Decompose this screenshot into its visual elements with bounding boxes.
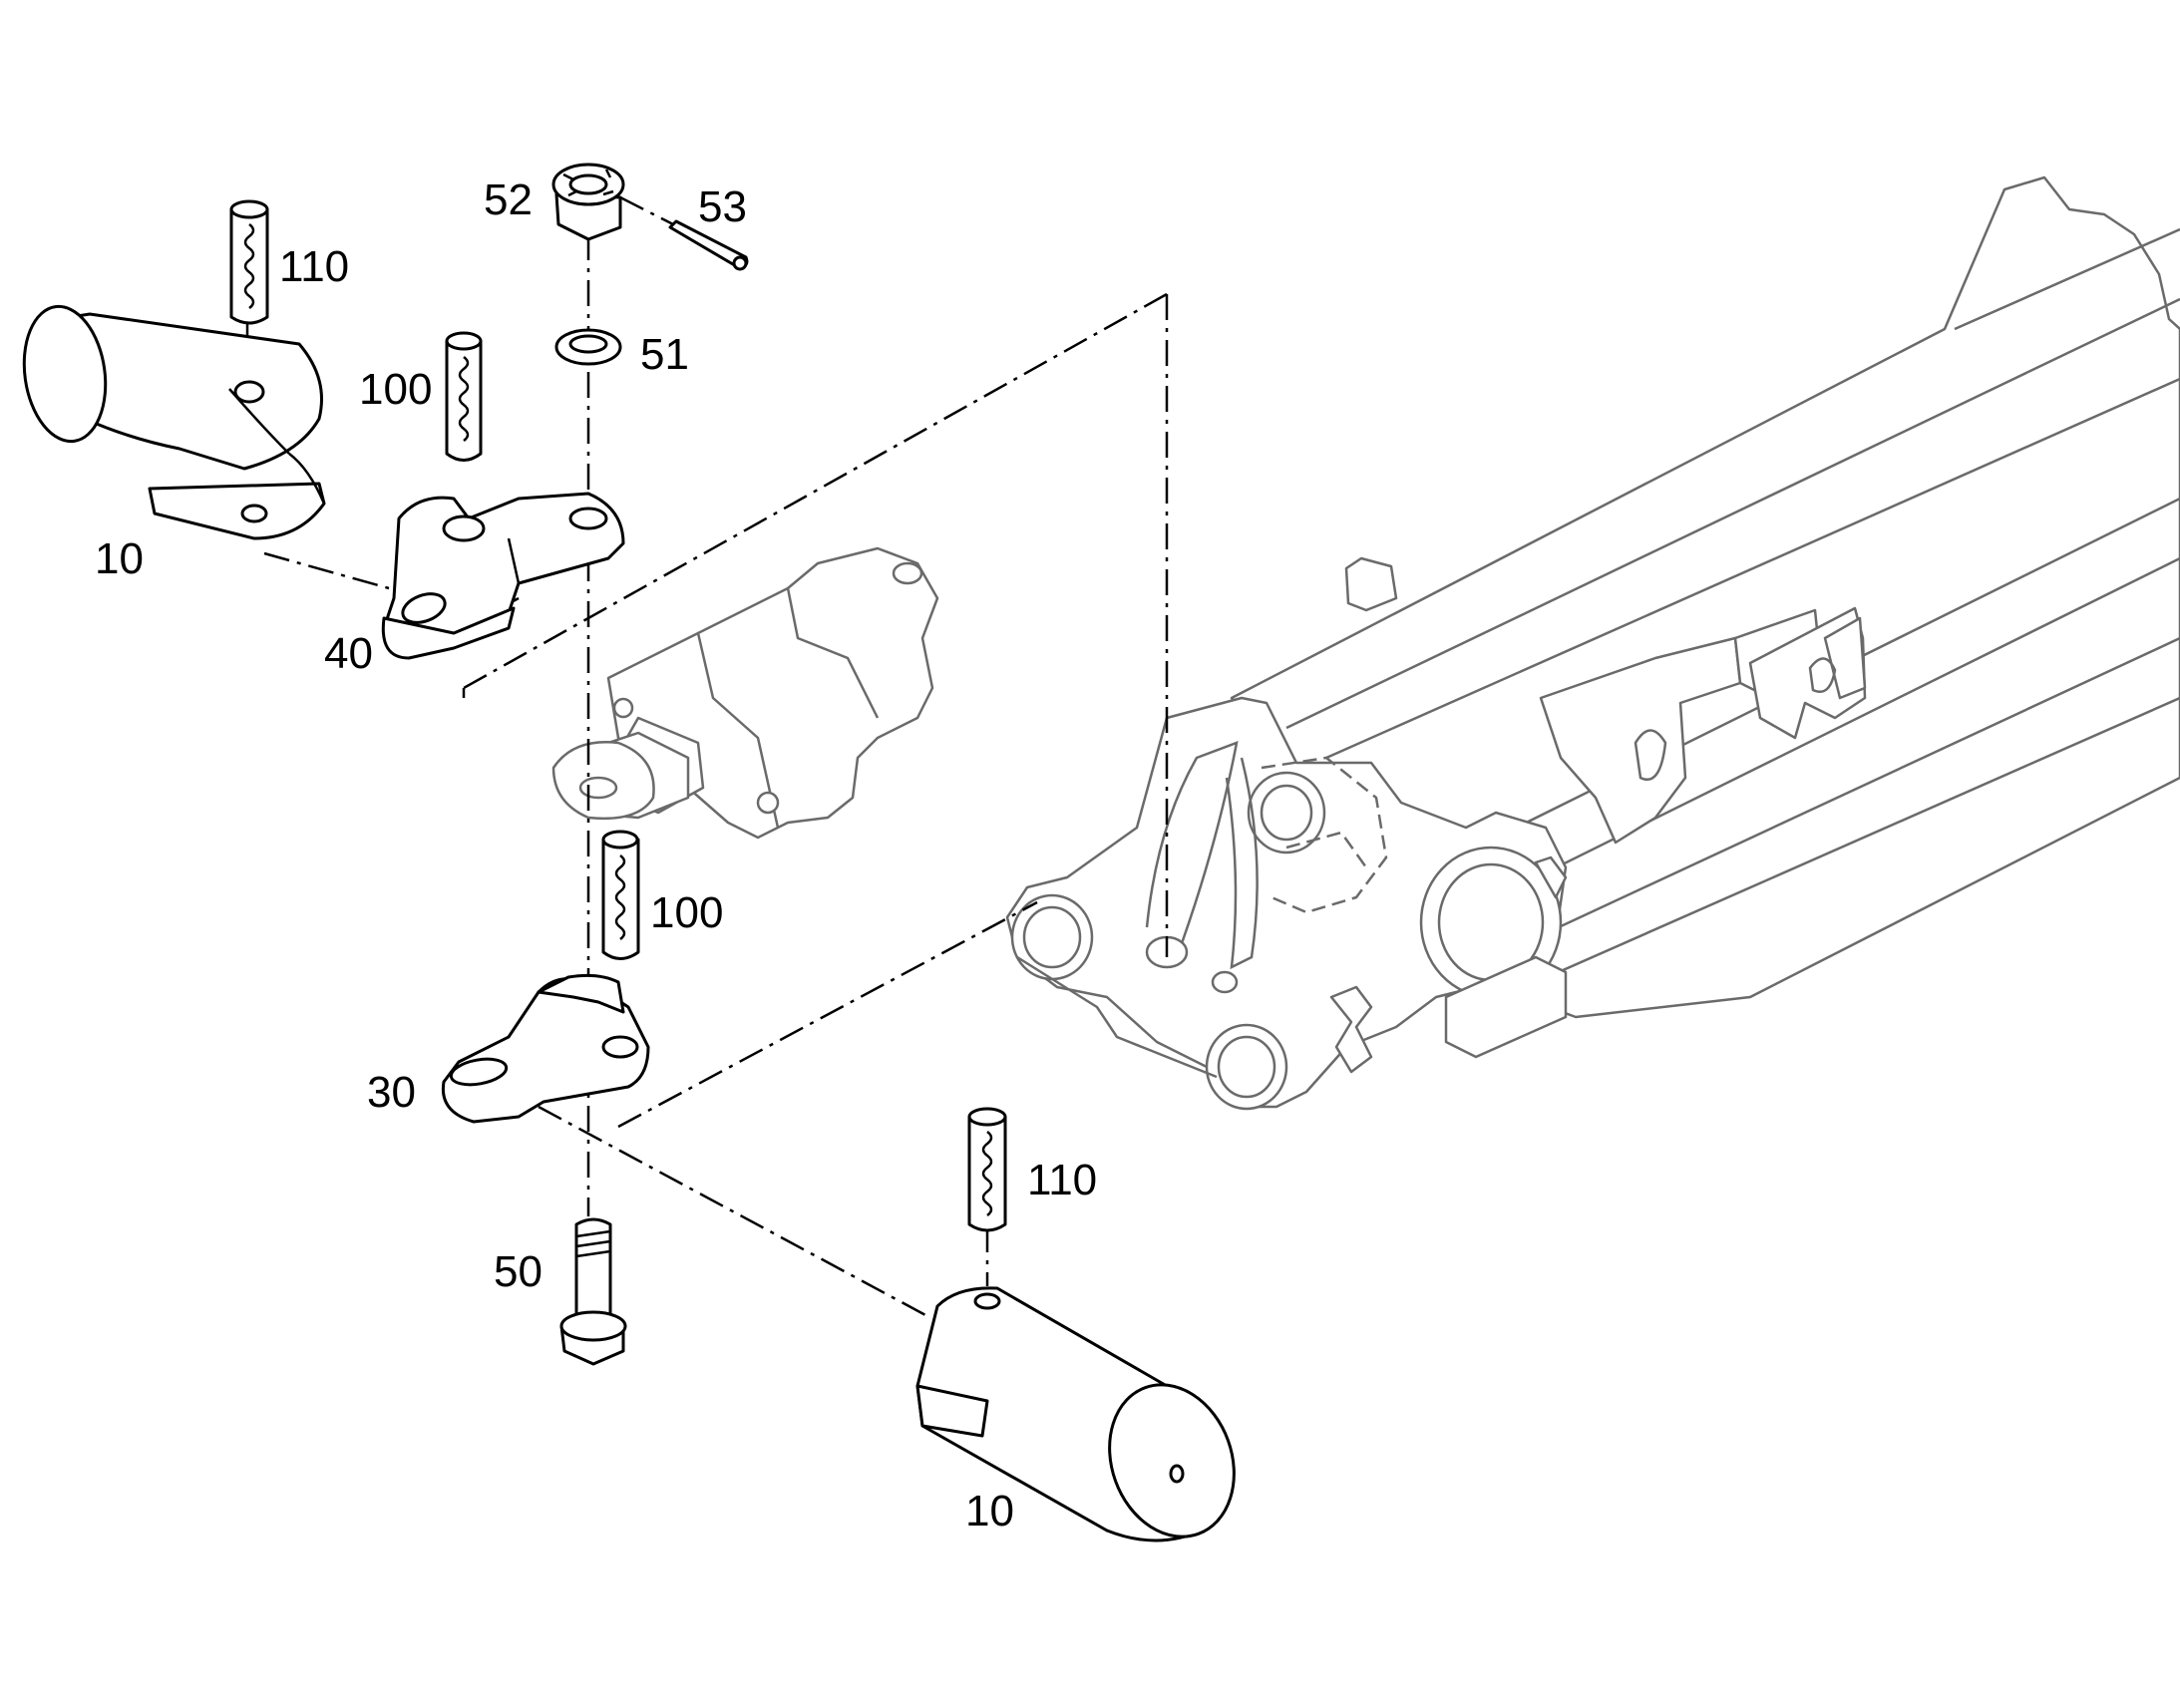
lever-30 (441, 973, 650, 1124)
callout-100-top: 100 (359, 365, 432, 414)
roll-pin-110-top (229, 199, 269, 325)
callout-10-bottom: 10 (965, 1487, 1014, 1536)
pin-10-bottom (915, 1286, 1236, 1542)
callout-110-bottom: 110 (1027, 1156, 1097, 1204)
callout-labels: 10 110 100 40 52 53 51 100 30 50 110 10 (95, 175, 1097, 1536)
callout-110-top: 110 (279, 242, 349, 291)
lever-40 (381, 492, 625, 660)
callout-51: 51 (640, 330, 689, 379)
castle-nut-52 (551, 163, 625, 241)
roll-pin-100-top (445, 331, 483, 462)
callout-40: 40 (324, 629, 373, 678)
boom-assembly (1005, 175, 2180, 1111)
roll-pin-110-bottom (967, 1107, 1007, 1232)
cylinder-head (551, 546, 939, 840)
callout-10-top: 10 (95, 534, 144, 583)
callout-30: 30 (367, 1068, 416, 1117)
cotter-pin-53 (619, 195, 749, 271)
callout-52: 52 (484, 175, 533, 224)
bolt-50 (559, 1217, 627, 1366)
callout-50: 50 (494, 1247, 543, 1296)
callout-53: 53 (698, 182, 747, 231)
callout-100-mid: 100 (650, 888, 723, 937)
washer-51 (554, 328, 622, 366)
roll-pin-100-mid (601, 830, 640, 960)
pin-10-top (22, 304, 326, 540)
